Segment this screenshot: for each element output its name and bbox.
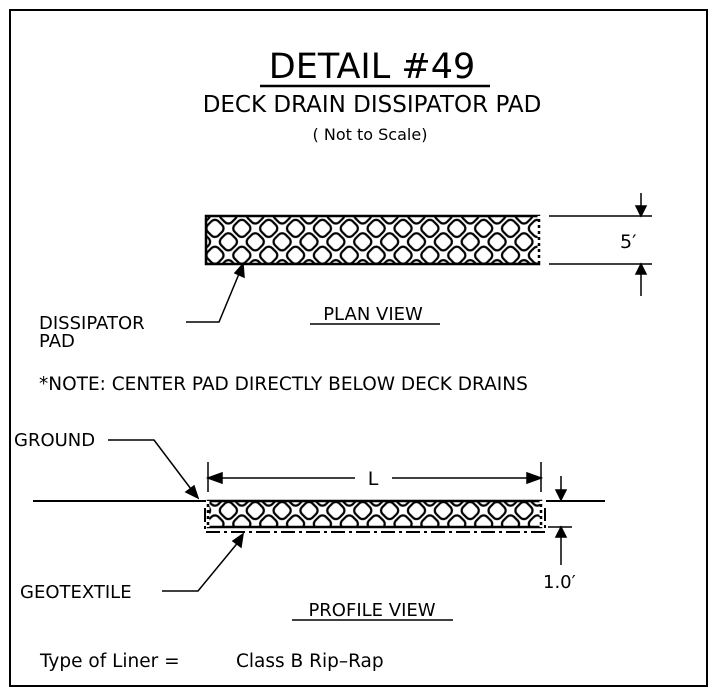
ground-label: GROUND (14, 430, 95, 451)
scale-note: ( Not to Scale) (313, 125, 428, 144)
plan-width-dimension: 5′ (620, 231, 636, 253)
dissipator-pad-label-line1: DISSIPATOR (39, 313, 145, 334)
length-dimension-lines (205, 462, 544, 492)
detail-title: DETAIL #49 (269, 47, 475, 87)
length-dimension: L (368, 468, 379, 490)
profile-view-label: PROFILE VIEW (308, 600, 435, 621)
drawing-border (9, 9, 708, 687)
liner-type-value: Class B Rip–Rap (236, 651, 384, 672)
geotextile-label: GEOTEXTILE (20, 582, 132, 603)
thickness-dimension-lines (548, 476, 572, 565)
plan-view-label: PLAN VIEW (323, 304, 423, 325)
profile-pad (206, 499, 543, 529)
dissipator-pad-label-line2: PAD (39, 331, 75, 352)
geotextile-leader (162, 532, 245, 592)
detail-subtitle: DECK DRAIN DISSIPATOR PAD (203, 92, 542, 118)
dissipator-leader (186, 262, 245, 323)
thickness-dimension: 1.0′ (543, 572, 576, 593)
liner-type-label: Type of Liner = (39, 651, 180, 672)
ground-leader (108, 439, 200, 500)
plan-dimension-lines (549, 193, 652, 296)
plan-pad (204, 214, 541, 266)
placement-note: *NOTE: CENTER PAD DIRECTLY BELOW DECK DR… (39, 374, 528, 395)
geotextile-line (204, 508, 546, 533)
